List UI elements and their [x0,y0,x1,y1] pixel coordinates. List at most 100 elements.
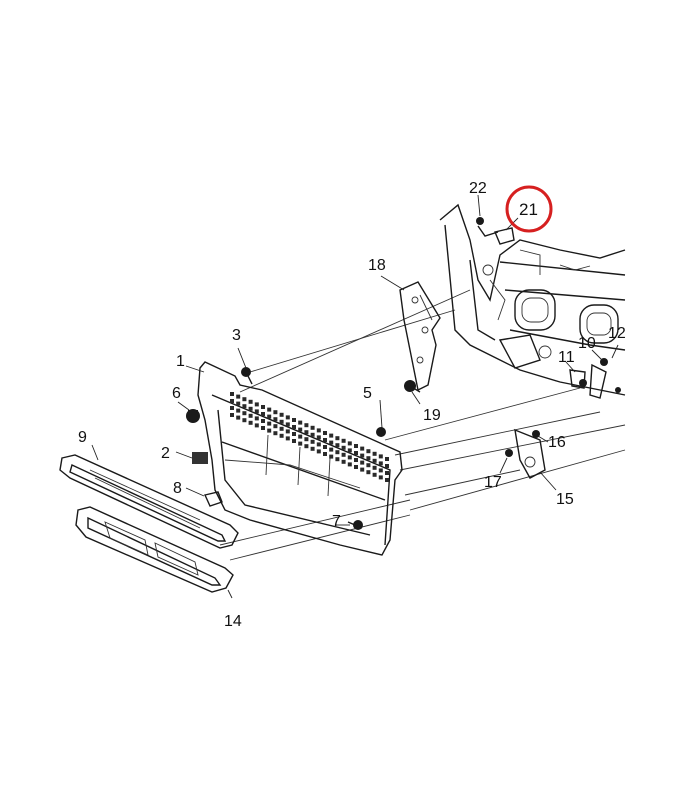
grille-mesh-cell [292,439,296,443]
callout-15: 15 [556,491,574,508]
grille-mesh-cell [292,432,296,436]
grille-mesh-cell [335,436,340,441]
callout-17: 17 [484,474,502,491]
leader-lines [91,194,619,599]
grille-mesh-cell [230,392,234,396]
grille-mesh-cell [273,424,278,429]
grille-mesh-cell [236,415,241,420]
grille-mesh-cell [261,405,265,409]
grille-mesh-cell [310,446,315,451]
grille-mesh-cell [230,406,234,410]
grille-mesh-cell [354,444,358,448]
grille-mesh-cell [285,422,290,427]
grille-mesh-cell [360,453,365,458]
grille-mesh-cell [248,406,253,411]
grille-mesh-cell [366,456,371,461]
grille-mesh-cell [385,457,389,461]
grille-mesh-cell [230,399,234,403]
grille-mesh-cell [360,446,365,451]
grille-mesh-cell [254,423,259,428]
grille-mesh-cell [354,465,358,469]
grille-mesh-cell [273,410,278,415]
assembly-guide-lines [219,289,626,561]
grille-mesh-cell [267,428,272,433]
grille-mesh-cell [372,451,377,456]
callouts: 1 2 3 5 6 7 8 9 10 11 12 14 15 16 17 18 … [78,180,626,630]
grille-mesh-cell [310,432,315,437]
callout-11: 11 [558,349,575,366]
grille-mesh-cell [242,404,247,409]
grille-mesh-cell [279,426,284,431]
grille-mesh-cell [236,394,241,399]
callout-21: 21 [519,200,538,219]
grille-mesh-cell [316,428,321,433]
grille-mesh-cell [248,413,253,418]
grille-mesh-cell [323,445,327,449]
grille-mesh-cell [230,413,234,417]
grille-mesh-cell [385,471,389,475]
grille-mesh-cell [316,449,321,454]
grille-mesh-cell [378,461,383,466]
grille-mesh-cell [298,427,303,432]
grille-mesh-cell [292,425,296,429]
grille-mesh-cell [354,458,358,462]
grille-mesh-cell [267,414,272,419]
grille-mesh-cell [298,441,303,446]
grille-mesh [230,392,389,482]
grille-mesh-cell [254,409,259,414]
grille-mesh-cell [378,468,383,473]
grille-mesh-cell [292,418,296,422]
grille-mesh-cell [248,420,253,425]
grille-mesh-cell [323,431,327,435]
grille-mesh-cell [341,445,346,450]
callout-1: 1 [176,353,185,370]
callout-18: 18 [368,257,386,274]
grille-mesh-cell [366,449,371,454]
callout-2: 2 [161,445,170,462]
grille-frame-part-1 [197,361,403,556]
grille-mesh-cell [316,442,321,447]
grille-mesh-cell [316,435,321,440]
grille-mesh-cell [285,415,290,420]
grille-mesh-cell [354,451,358,455]
grille-mesh-cell [360,460,365,465]
grille-mesh-cell [385,464,389,468]
callout-19: 19 [423,407,441,424]
callout-22: 22 [469,180,487,197]
grille-mesh-cell [341,459,346,464]
grille-mesh-cell [341,438,346,443]
callout-3: 3 [232,327,241,344]
grille-mesh-cell [360,467,365,472]
grille-mesh-cell [347,455,352,460]
grille-mesh-cell [298,434,303,439]
grille-mesh-cell [329,433,334,438]
grille-mesh-cell [298,420,303,425]
grille-mesh-cell [378,454,383,459]
grille-mesh-cell [304,437,309,442]
highlight-circle [505,185,553,233]
grille-mesh-cell [347,462,352,467]
grille-mesh-cell [323,452,327,456]
callout-9: 9 [78,429,87,446]
grille-mesh-cell [279,412,284,417]
grille-mesh-cell [242,418,247,423]
callout-16: 16 [548,434,566,451]
grille-mesh-cell [323,438,327,442]
grille-mesh-cell [242,411,247,416]
grille-mesh-cell [242,397,247,402]
grille-mesh-cell [261,412,265,416]
grille-mesh-cell [261,426,265,430]
grille-mesh-cell [329,440,334,445]
grille-mesh-cell [335,457,340,462]
grille-mesh-cell [236,408,241,413]
grille-mesh-cell [273,431,278,436]
grille-mesh-cell [310,439,315,444]
radiator-support-structure [439,203,626,396]
grille-mesh-cell [385,478,389,482]
callout-12: 12 [608,325,626,342]
grille-mesh-cell [304,444,309,449]
grille-mesh-cell [366,470,371,475]
grille-mesh-cell [372,458,377,463]
grille-mesh-cell [267,407,272,412]
